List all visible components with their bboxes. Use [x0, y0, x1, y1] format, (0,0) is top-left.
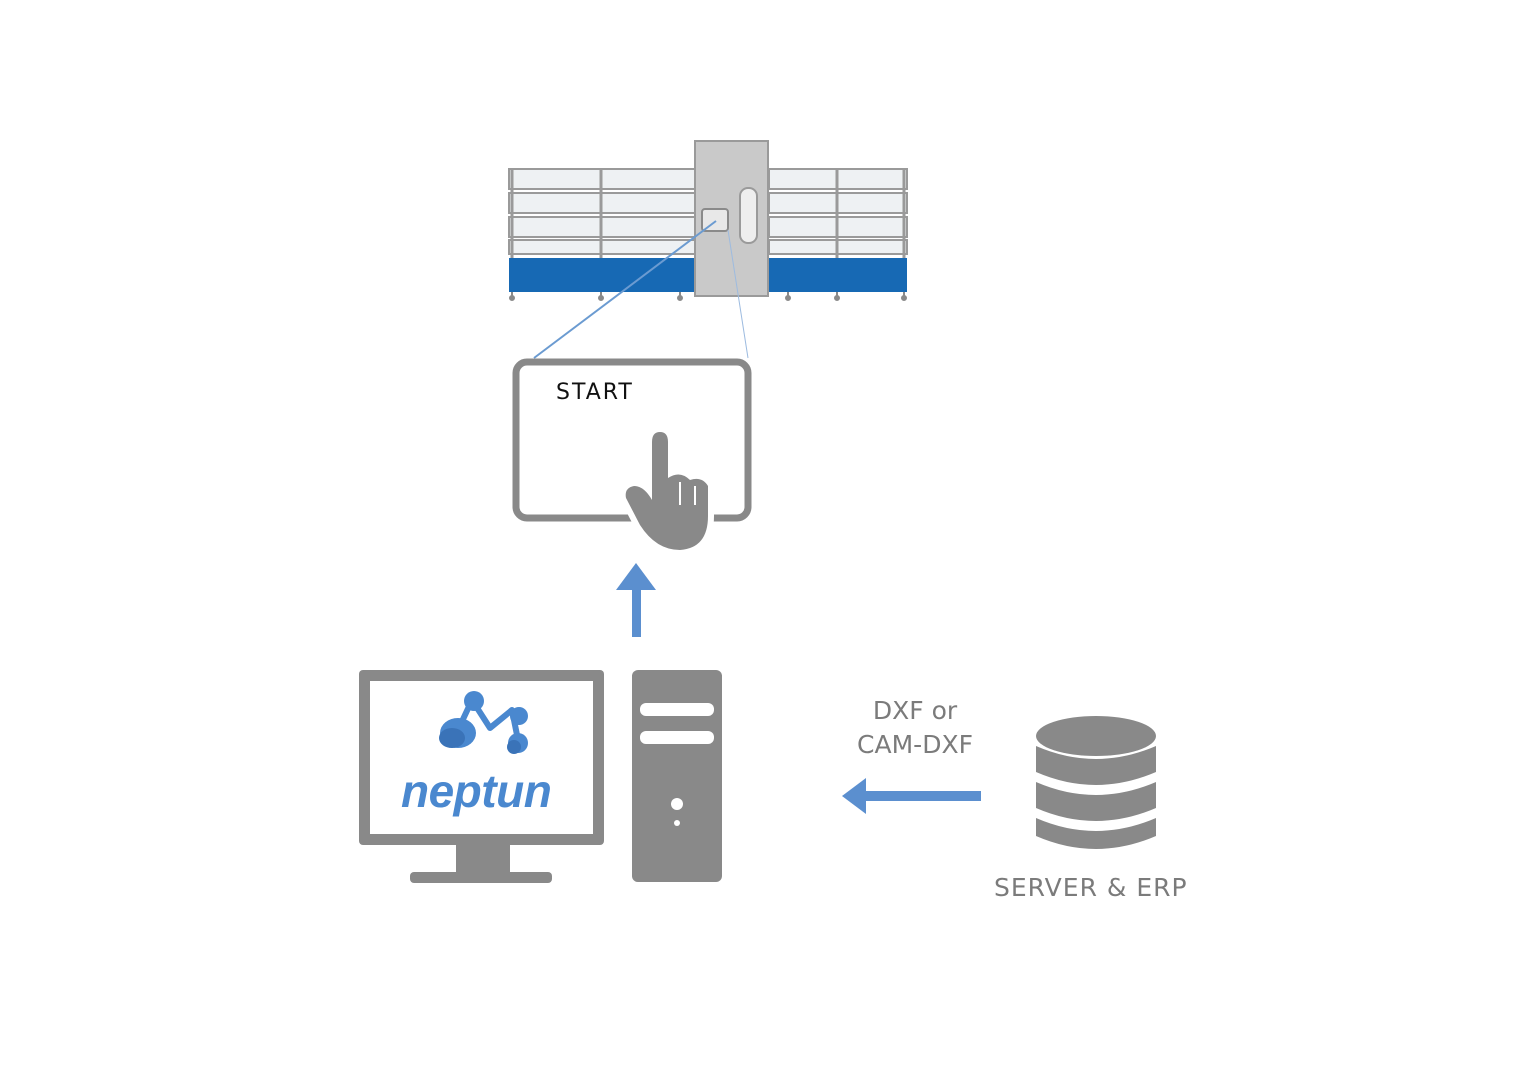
up-arrow-icon: [616, 563, 656, 637]
pc-tower-icon: [632, 670, 722, 882]
start-label: START: [556, 380, 634, 405]
zoom-lines: [533, 220, 749, 359]
neptun-logo-text: neptun: [401, 765, 552, 817]
monitor-icon: [359, 670, 604, 883]
format-label-line1: DXF or: [872, 696, 958, 725]
format-label-line2: CAM-DXF: [857, 730, 973, 759]
pointing-hand-icon: [619, 426, 714, 556]
neptun-logo-icon: [439, 691, 528, 754]
server-label: SERVER & ERP: [994, 873, 1188, 902]
left-arrow-icon: [842, 778, 981, 814]
glass-machine-icon: [508, 140, 908, 301]
database-icon: [1036, 716, 1156, 849]
